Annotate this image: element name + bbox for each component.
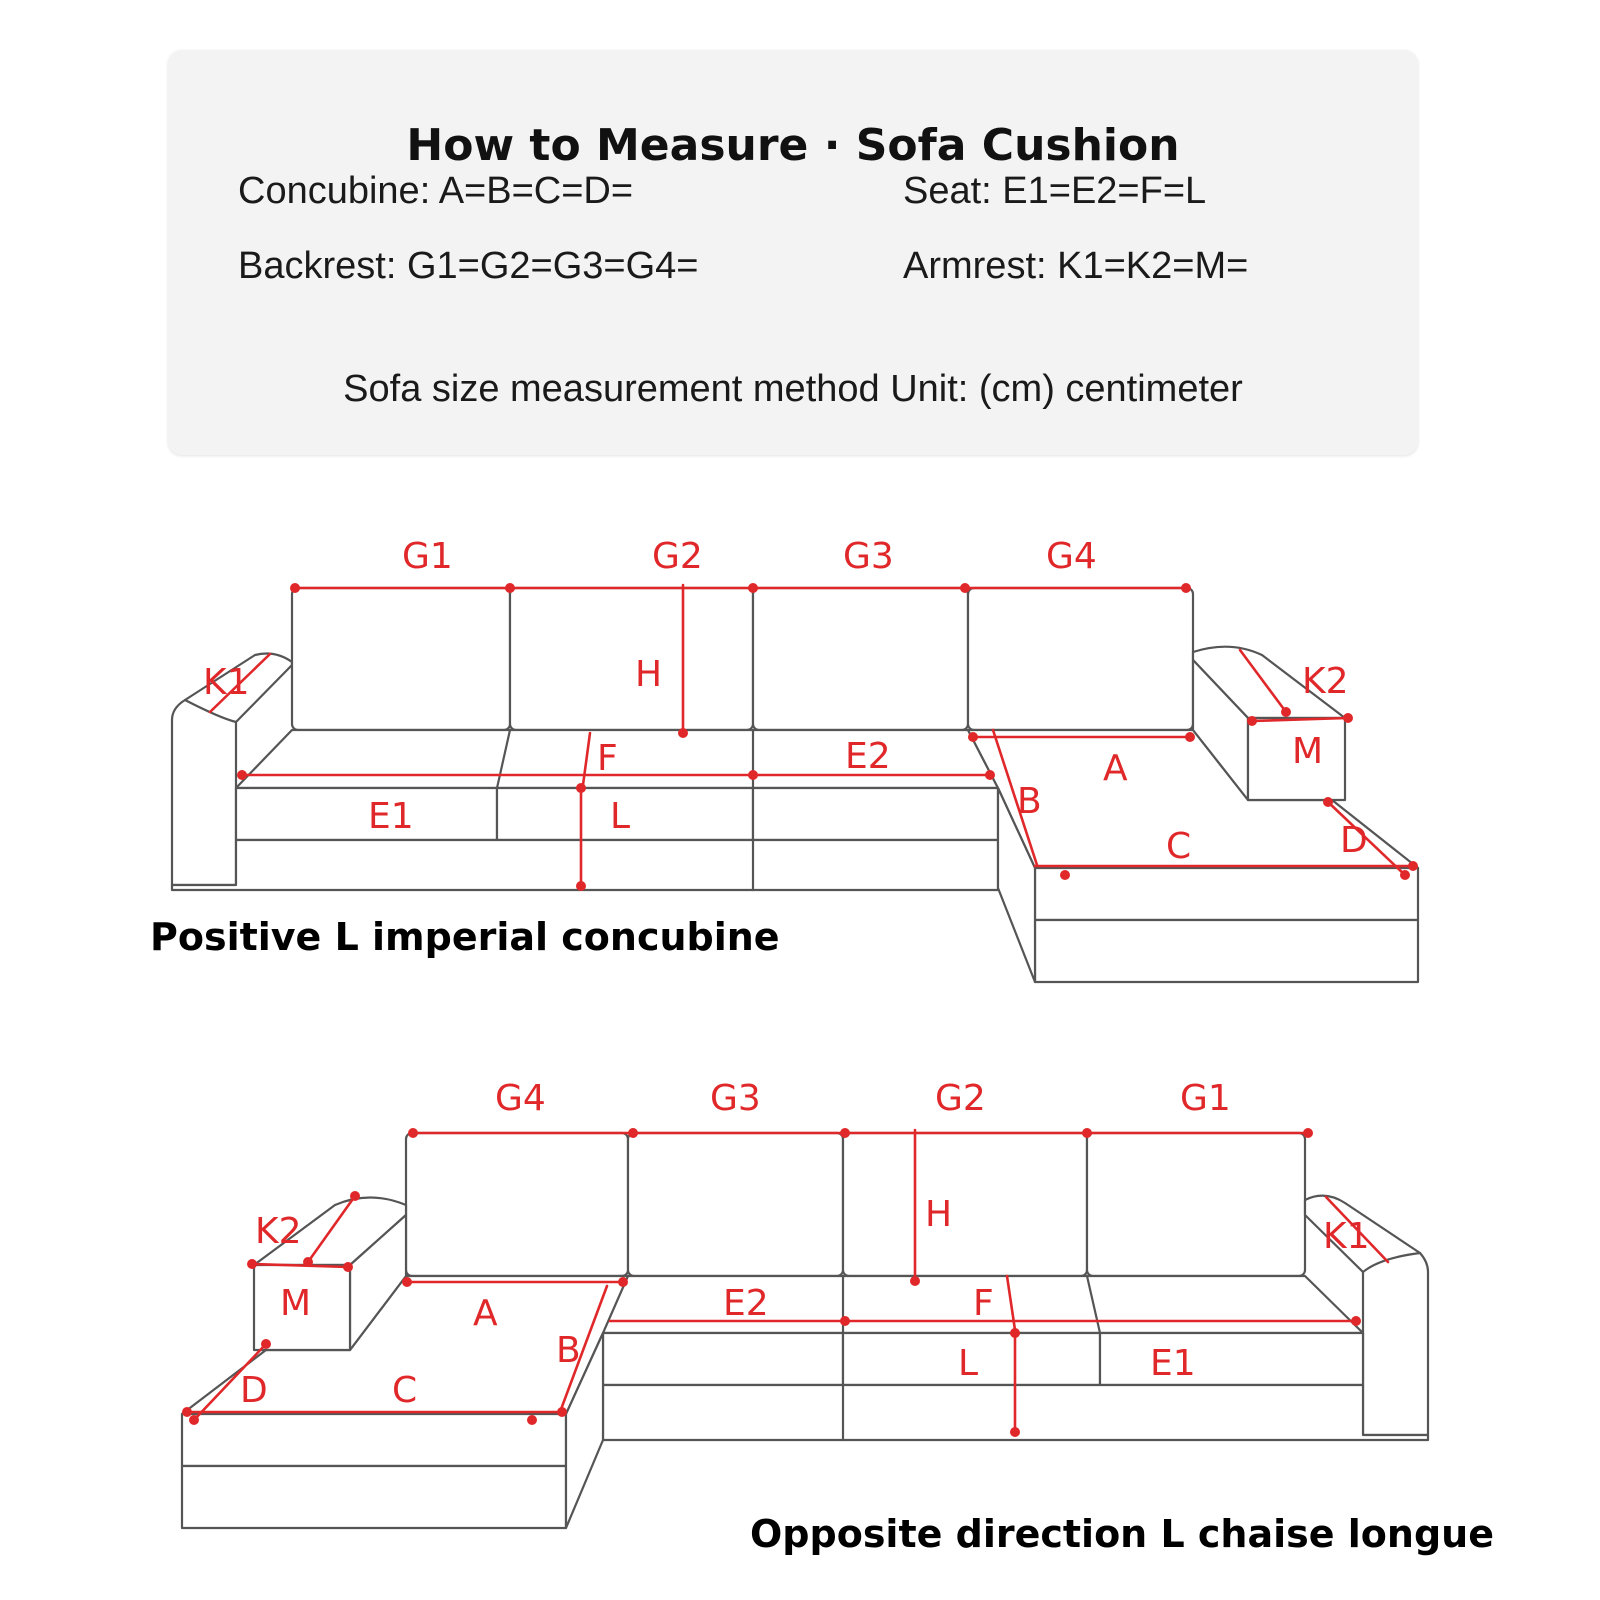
label-m: M: [1292, 731, 1323, 772]
label-c: C: [1166, 826, 1191, 867]
label-k2: K2: [255, 1211, 302, 1252]
label-g2: G2: [935, 1078, 986, 1119]
label-g1: G1: [402, 536, 453, 577]
measure-labels-bottom: G4 G3 G2 G1 H F L E1 E2 K1 K2 M A B C D: [240, 1078, 1370, 1411]
label-f: F: [973, 1283, 994, 1324]
label-l: L: [610, 796, 630, 837]
label-c: C: [392, 1370, 417, 1411]
label-d: D: [240, 1370, 268, 1411]
label-a: A: [473, 1293, 498, 1334]
concubine-spec: Concubine: A=B=C=D=: [238, 170, 634, 212]
seat-spec: Seat: E1=E2=F=L: [903, 170, 1207, 212]
label-g4: G4: [1046, 536, 1097, 577]
label-e2: E2: [845, 736, 891, 777]
label-h: H: [635, 654, 662, 695]
measure-labels-top: G1 G2 G3 G4 H F L E1 E2 K1 K2 M A B C D: [203, 536, 1368, 867]
caption-top: Positive L imperial concubine: [150, 915, 780, 959]
label-k1: K1: [1323, 1216, 1370, 1257]
label-b: B: [1017, 781, 1042, 822]
label-f: F: [597, 738, 618, 779]
measure-points-top: [237, 583, 1418, 891]
label-g3: G3: [843, 536, 894, 577]
sofa-outline-bottom: [180, 1131, 1430, 1530]
label-k2: K2: [1302, 661, 1349, 702]
label-m: M: [280, 1283, 311, 1324]
label-e2: E2: [723, 1283, 769, 1324]
measure-points-bottom: [182, 1128, 1361, 1437]
label-g3: G3: [710, 1078, 761, 1119]
label-e1: E1: [1150, 1343, 1196, 1384]
armrest-spec: Armrest: K1=K2=M=: [903, 245, 1249, 287]
label-g1: G1: [1180, 1078, 1231, 1119]
label-l: L: [958, 1343, 978, 1384]
label-a: A: [1103, 748, 1128, 789]
unit-note: Sofa size measurement method Unit: (cm) …: [343, 368, 1243, 410]
caption-bottom: Opposite direction L chaise longue: [750, 1512, 1494, 1556]
label-k1: K1: [203, 662, 250, 703]
card-title: How to Measure · Sofa Cushion: [406, 120, 1180, 171]
label-g2: G2: [652, 536, 703, 577]
measure-lines-top: [208, 583, 1415, 888]
label-h: H: [925, 1194, 952, 1235]
label-g4: G4: [495, 1078, 546, 1119]
backrest-spec: Backrest: G1=G2=G3=G4=: [238, 245, 699, 287]
info-card: How to Measure · Sofa Cushion Concubine:…: [168, 50, 1418, 455]
measure-lines-bottom: [185, 1128, 1390, 1434]
label-e1: E1: [368, 796, 414, 837]
sofa-outline-top: [170, 586, 1420, 984]
label-b: B: [556, 1330, 581, 1371]
label-d: D: [1340, 820, 1368, 861]
